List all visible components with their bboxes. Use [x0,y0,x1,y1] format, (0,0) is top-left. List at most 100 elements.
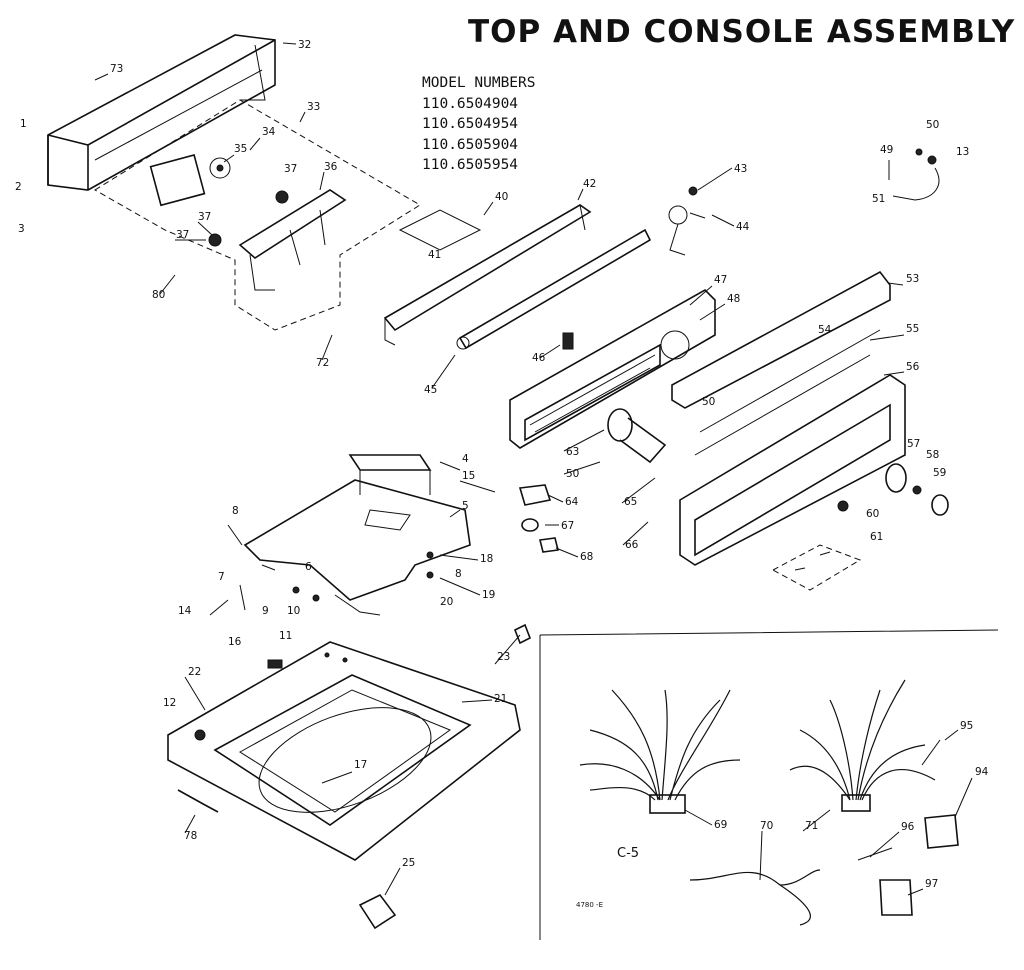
callout-60: 60 [866,508,879,520]
callout-2: 2 [15,181,22,193]
fluorescent-tube [456,228,652,350]
callout-64: 64 [565,496,579,508]
callout-56: 56 [906,361,920,373]
wiring-section-box [539,629,999,940]
callout-4: 4 [462,453,469,465]
callout-9: 9 [262,605,269,617]
callout-14: 14 [178,605,192,617]
callout-65: 65 [624,496,637,508]
callout-96: 96 [901,821,915,833]
washer-top [167,641,521,861]
switch-bank [208,189,347,291]
callout-63: 63 [566,446,579,458]
callout-71: 71 [805,820,818,832]
model-numbers-heading: MODEL NUMBERS [422,75,536,91]
wire-harness-71 [789,679,936,812]
top-inner-panel [243,454,471,601]
callout-58: 58 [926,449,939,461]
callout-97: 97 [925,878,938,890]
callout-37-top: 37 [284,163,297,175]
callout-50-mid: 50 [702,396,715,408]
callout-13: 13 [956,146,969,158]
callout-12: 12 [163,697,176,709]
callout-66: 66 [625,539,639,551]
callout-21: 21 [494,693,507,705]
top-misc-parts [177,623,532,930]
console-back-panel [47,34,276,191]
callout-19: 19 [482,589,495,601]
callout-46: 46 [532,352,546,364]
callout-1: 1 [20,118,27,130]
callout-70: 70 [760,820,773,832]
callout-40: 40 [495,191,508,203]
callout-53: 53 [906,273,919,285]
callout-42: 42 [583,178,596,190]
relay-and-terminal-blocks [857,739,959,916]
lamp-socket [668,186,706,256]
small-hardware-left [209,524,434,616]
stamp-text: 4780 -E [576,901,603,909]
callout-3: 3 [18,223,25,235]
callout-23: 23 [497,651,510,663]
callout-7: 7 [218,571,225,583]
callout-50-low: 50 [566,468,579,480]
callout-67: 67 [561,520,574,532]
callout-43: 43 [734,163,747,175]
control-mounting-area [94,99,421,331]
console-trim-strip [383,204,592,346]
callout-32: 32 [298,39,311,51]
callout-20: 20 [440,596,453,608]
callout-47: 47 [714,274,727,286]
callout-5: 5 [462,500,469,512]
selector-knob [607,408,667,464]
callout-55: 55 [906,323,919,335]
callout-73: 73 [110,63,123,75]
wire-cord-70 [689,869,821,926]
lid-switch [518,484,559,553]
callout-37-low: 37 [176,229,189,241]
callout-94: 94 [975,766,989,778]
callout-17: 17 [354,759,367,771]
callout-61: 61 [870,531,883,543]
callout-54: 54 [818,324,832,336]
callout-69: 69 [714,819,727,831]
callout-8: 8 [232,505,239,517]
callout-68: 68 [580,551,593,563]
callout-22: 22 [188,666,201,678]
callout-35: 35 [234,143,247,155]
small-hardware-right [888,148,940,201]
callout-44: 44 [736,221,750,233]
callout-11: 11 [279,630,292,642]
callout-10: 10 [287,605,300,617]
callout-34: 34 [262,126,276,138]
model-numbers-block: MODEL NUMBERS 110.6504904 110.6504954 11… [422,73,536,176]
callout-57: 57 [907,438,920,450]
callout-50-top: 50 [926,119,939,131]
diagram-title: TOP AND CONSOLE ASSEMBLY [468,14,1016,50]
callout-25: 25 [402,857,415,869]
callout-72: 72 [316,357,329,369]
callout-labels: 73 32 1 33 34 35 36 37 2 3 37 37 80 72 4… [15,39,989,909]
console-front-frame [671,270,906,566]
temperature-knob [885,463,949,516]
callout-16: 16 [228,636,242,648]
callout-51: 51 [872,193,885,205]
callout-78: 78 [184,830,197,842]
wire-harness-69 [579,689,741,814]
badge-and-clip [771,500,862,591]
timer-motor [149,154,231,207]
model-number-1: 110.6504904 [422,95,519,112]
callout-41: 41 [428,249,441,261]
callout-59: 59 [933,467,946,479]
callout-48: 48 [727,293,740,305]
leader-lines [94,42,973,896]
control-panel [509,289,716,449]
callout-95: 95 [960,720,973,732]
callout-36: 36 [324,161,338,173]
section-label-c5: C-5 [617,846,639,861]
callout-33: 33 [307,101,320,113]
callout-45: 45 [424,384,437,396]
callout-18: 18 [480,553,493,565]
callout-15: 15 [462,470,475,482]
